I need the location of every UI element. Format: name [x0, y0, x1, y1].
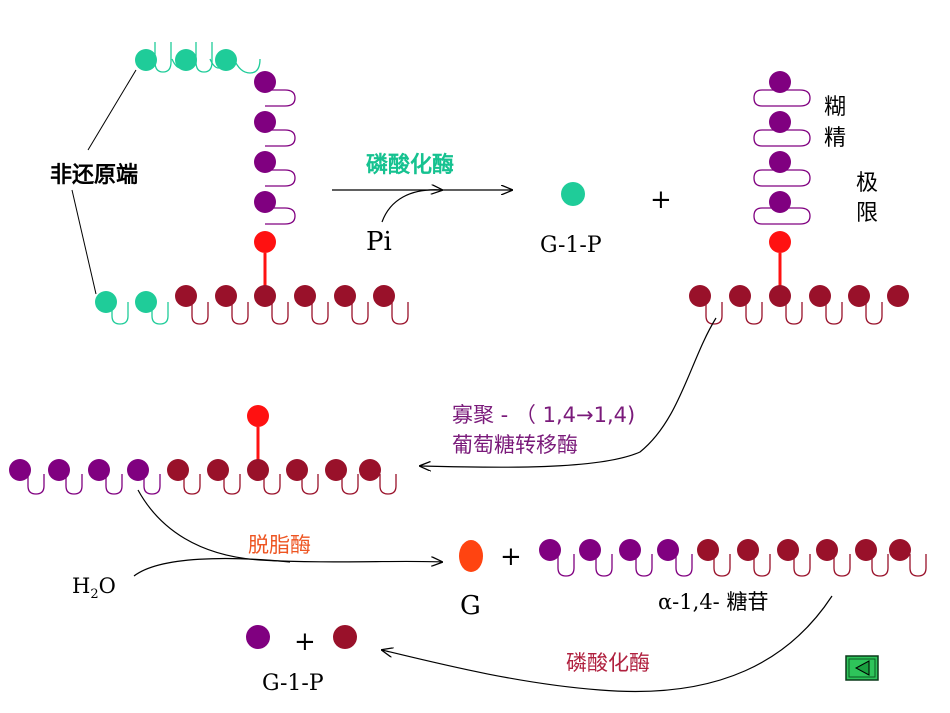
glucose-unit [889, 539, 911, 561]
glucose-unit [697, 539, 719, 561]
g1p-product-maroon [333, 625, 357, 649]
glucose-label: G [460, 591, 481, 621]
linear-glycoside-chain: α-1,4- 糖苷 [539, 539, 927, 614]
glucose-unit [215, 49, 237, 71]
glucose-unit [254, 191, 276, 213]
glucose-unit [175, 49, 197, 71]
glucose-unit [657, 539, 679, 561]
glucose-unit [539, 539, 561, 561]
glucose-unit [294, 285, 316, 307]
glucose-unit [769, 151, 791, 173]
glucose-unit [769, 285, 791, 307]
glucose-unit [135, 291, 157, 313]
glucose-unit [359, 459, 381, 481]
glucose-unit [334, 285, 356, 307]
limit-dextrin-label-2: 精 [824, 126, 846, 151]
plus-sign-middle: + [500, 542, 522, 572]
g1p-product-purple [246, 625, 270, 649]
vertical-branch-purple [254, 71, 296, 290]
glucose-unit [855, 539, 877, 561]
reaction-arrow-bottom [382, 595, 833, 693]
pi-label: Pi [366, 227, 392, 257]
glucose-unit [95, 291, 117, 313]
glucose-unit [737, 539, 759, 561]
glucose-unit [167, 459, 189, 481]
glucose-unit [769, 71, 791, 93]
glycoside-label: α-1,4- 糖苷 [658, 590, 768, 614]
pointer-line-bottom [71, 189, 97, 295]
limit-dextrin-label-4: 限 [856, 201, 878, 226]
phosphorylase-label-top: 磷酸化酶 [366, 152, 454, 178]
phosphorylase-reaction-bottom: 磷酸化酶 + G-1-P [246, 595, 833, 696]
glucose-unit [373, 285, 395, 307]
glucose-unit [777, 539, 799, 561]
debranching-label: 脱脂酶 [248, 533, 311, 557]
transferase-arrow [420, 317, 717, 467]
glucose-unit [816, 539, 838, 561]
limit-dextrin-structure: 糊 精 极 限 [689, 71, 909, 325]
phosphorylase-label-bottom: 磷酸化酶 [566, 651, 650, 675]
back-button[interactable] [845, 655, 879, 681]
debranching-step: 脱脂酶 H2O G + [72, 489, 522, 621]
glucose-unit [254, 285, 276, 307]
glucose-unit [175, 285, 197, 307]
pi-input-arrow [381, 190, 442, 223]
branch-point-unit [247, 405, 269, 427]
glucose-unit [207, 459, 229, 481]
glucose-unit [127, 459, 149, 481]
glucose-unit [769, 191, 791, 213]
g1p-label-top: G-1-P [540, 233, 602, 258]
glucose-unit [9, 459, 31, 481]
glucose-unit [48, 459, 70, 481]
main-chain [95, 285, 409, 325]
transferase-label-line1: 寡聚 - （ 1,4→1,4) [452, 403, 635, 427]
glucose-unit [135, 49, 157, 71]
transferred-chain [9, 405, 397, 495]
glucose-unit [88, 459, 110, 481]
g1p-label-bottom: G-1-P [262, 671, 324, 696]
glucose-unit [579, 539, 601, 561]
pointer-line-top [87, 69, 137, 151]
g1p-product-unit [561, 182, 585, 206]
glucose-unit [325, 459, 347, 481]
branch-point-unit [254, 231, 276, 253]
top-branch-teal [135, 42, 261, 74]
free-glucose [459, 540, 483, 572]
glucose-unit [809, 285, 831, 307]
glucose-unit [254, 71, 276, 93]
glycogen-branch-structure: 非还原端 [50, 42, 409, 325]
glucose-unit [729, 285, 751, 307]
back-triangle-icon [854, 660, 870, 676]
h2o-label: H2O [72, 574, 116, 602]
limit-dextrin-label-1: 糊 [824, 95, 846, 120]
glucose-unit [215, 285, 237, 307]
branch-point-unit [769, 231, 791, 253]
glucose-unit [254, 151, 276, 173]
glucose-unit [254, 111, 276, 133]
plus-sign-top: + [650, 185, 672, 215]
plus-sign-bottom: + [294, 627, 316, 657]
limit-dextrin-label-3: 极 [856, 171, 878, 196]
transferase-step: 寡聚 - （ 1,4→1,4) 葡萄糖转移酶 [420, 317, 717, 467]
glucose-unit [887, 285, 909, 307]
non-reducing-end-label: 非还原端 [50, 163, 138, 188]
glucose-unit [286, 459, 308, 481]
transferase-label-line2: 葡萄糖转移酶 [452, 433, 578, 457]
glucose-unit [619, 539, 641, 561]
h2o-input-curve [133, 557, 291, 577]
phosphorylase-reaction-top: 磷酸化酶 Pi G-1-P + [332, 152, 672, 258]
glucose-unit [848, 285, 870, 307]
glucose-unit [769, 111, 791, 133]
glucose-unit [689, 285, 711, 307]
glucose-unit [247, 459, 269, 481]
